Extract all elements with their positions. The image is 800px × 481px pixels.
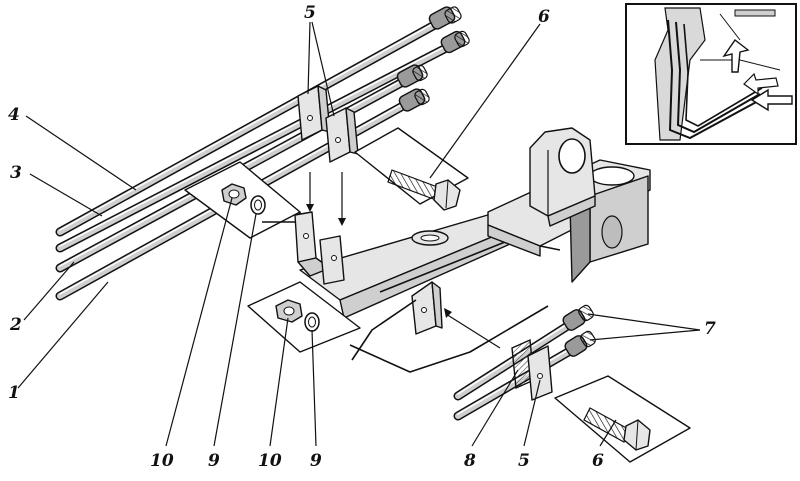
pipe-4 [55, 17, 445, 237]
inset-photo [625, 3, 797, 145]
label-6-bottom: 6 [592, 451, 604, 471]
washer-lower [304, 312, 320, 332]
label-1: 1 [8, 383, 20, 403]
detail-panel-bolt-upper [354, 127, 469, 211]
label-3: 3 [10, 163, 22, 183]
label-10-left: 10 [150, 451, 174, 471]
leader-lines [17, 21, 701, 447]
label-7: 7 [704, 319, 716, 339]
detail-panel-bolt-lower [554, 375, 691, 463]
label-9-right: 9 [310, 451, 322, 471]
nut-lower [275, 299, 303, 323]
detail-bracket-upper [262, 172, 346, 285]
detail-bracket-lower [351, 281, 501, 361]
label-4: 4 [8, 105, 20, 125]
label-8: 8 [463, 451, 476, 471]
clamp-lower-plain [527, 345, 553, 401]
inset-content [654, 7, 793, 141]
detail-panel-lower-left [247, 281, 361, 353]
inset-arrow-small-icon [743, 72, 779, 96]
label-5-top: 5 [304, 3, 316, 23]
clamp-upper-left [297, 85, 331, 141]
frame-bracket-assembly [299, 127, 651, 373]
label-10-right: 10 [258, 451, 282, 471]
nut-upper [221, 183, 247, 206]
pipe-end-fittings [396, 6, 470, 112]
plate-hole [589, 166, 635, 186]
label-5-bottom: 5 [518, 451, 530, 471]
lower-pipe-fittings [562, 304, 596, 357]
lower-pipe-pair [453, 304, 596, 421]
beam-ring-hole [420, 234, 440, 242]
label-9-left: 9 [208, 451, 220, 471]
bolt-lower [583, 407, 651, 451]
lug-eye-hole [558, 138, 586, 174]
clamp-upper-right [325, 107, 359, 163]
label-2: 2 [9, 315, 22, 335]
cross-plate-edge [487, 224, 541, 257]
inset-frame [625, 3, 797, 145]
eye-lug-base [547, 195, 596, 227]
block-boss [601, 215, 623, 249]
label-6-top: 6 [538, 7, 550, 27]
inset-arrow-down-icon [722, 38, 750, 73]
washer-upper [250, 195, 266, 215]
frame-lower-outline [349, 305, 549, 373]
inset-arrow-left-icon [750, 88, 793, 112]
callout-labels: 4 3 2 1 5 6 7 10 9 10 9 8 5 6 [8, 3, 716, 471]
pipe-3 [55, 41, 455, 253]
bolt-upper [387, 169, 461, 211]
